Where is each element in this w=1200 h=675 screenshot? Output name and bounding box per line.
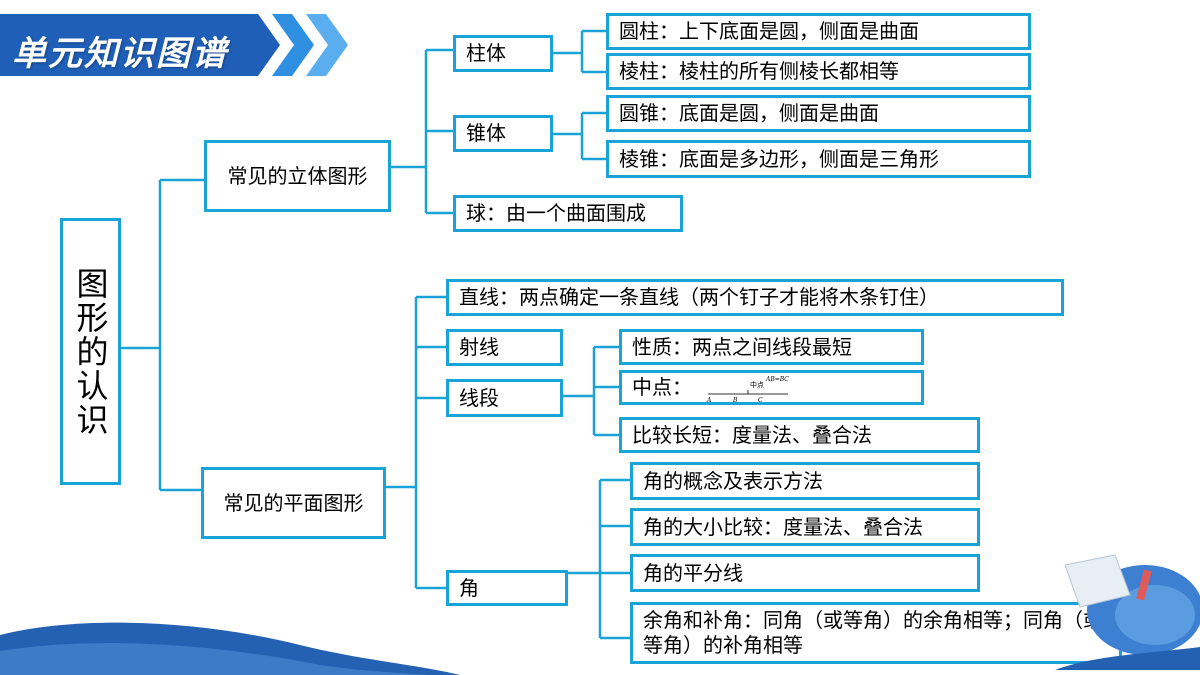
- angle-bisector-label: 角的平分线: [643, 560, 743, 585]
- cone-node: 圆锥：底面是圆，侧面是曲面: [606, 95, 1031, 132]
- pyramid-node: 棱锥：底面是多边形，侧面是三角形: [606, 140, 1031, 178]
- plane-figures-node: 常见的平面图形: [201, 467, 386, 539]
- prism-cylinder-label: 柱体: [466, 41, 506, 65]
- midpoint-node: 中点：: [619, 370, 924, 405]
- angle-label: 角: [459, 575, 479, 600]
- solid-figures-node: 常见的立体图形: [204, 140, 391, 212]
- prism-node: 棱柱：棱柱的所有侧棱长都相等: [606, 53, 1031, 90]
- midpoint-fig-formula: AB=BC: [765, 376, 789, 383]
- ray-node: 射线: [446, 329, 563, 366]
- solid-figures-label: 常见的立体图形: [227, 163, 368, 188]
- prism-cylinder-node: 柱体: [453, 35, 553, 72]
- angle-node: 角: [446, 570, 568, 606]
- angle-compare-node: 角的大小比较：度量法、叠合法: [630, 508, 980, 546]
- midpoint-figure: 中点 AB=BC A B C: [706, 376, 789, 403]
- segment-label: 线段: [459, 385, 499, 410]
- prism-label: 棱柱：棱柱的所有侧棱长都相等: [619, 59, 899, 83]
- compare-length-node: 比较长短：度量法、叠合法: [619, 417, 980, 453]
- title-banner: [0, 14, 348, 76]
- corner-wave-decoration: [0, 622, 460, 675]
- plane-figures-label: 常见的平面图形: [223, 490, 364, 515]
- cylinder-label: 圆柱：上下底面是圆，侧面是曲面: [619, 19, 919, 43]
- midpoint-label: 中点：: [632, 375, 692, 399]
- midpoint-fig-c: C: [758, 397, 763, 403]
- compare-length-label: 比较长短：度量法、叠合法: [632, 422, 872, 447]
- page-title: 单元知识图谱: [12, 34, 228, 74]
- angle-concept-node: 角的概念及表示方法: [630, 462, 980, 500]
- cone-label: 圆锥：底面是圆，侧面是曲面: [619, 101, 879, 125]
- root-label: 图形的认识: [71, 266, 110, 437]
- segment-property-node: 性质：两点之间线段最短: [619, 329, 924, 365]
- sphere-node: 球：由一个曲面围成: [453, 195, 683, 232]
- pyramid-label: 棱锥：底面是多边形，侧面是三角形: [619, 146, 939, 171]
- angle-concept-label: 角的概念及表示方法: [643, 468, 823, 493]
- complementary-supplementary-label: 余角和补角：同角（或等角）的余角相等；同角（或等角）的补角相等: [643, 608, 1103, 657]
- straight-line-node: 直线：两点确定一条直线（两个钉子才能将木条钉住）: [446, 279, 1064, 316]
- ray-label: 射线: [459, 335, 499, 359]
- segment-node: 线段: [446, 379, 563, 417]
- cylinder-node: 圆柱：上下底面是圆，侧面是曲面: [606, 13, 1031, 50]
- complementary-supplementary-node: 余角和补角：同角（或等角）的余角相等；同角（或等角）的补角相等: [630, 602, 1122, 664]
- segment-property-label: 性质：两点之间线段最短: [632, 334, 852, 359]
- angle-bisector-node: 角的平分线: [630, 554, 980, 592]
- angle-compare-label: 角的大小比较：度量法、叠合法: [643, 514, 923, 539]
- straight-line-label: 直线：两点确定一条直线（两个钉子才能将木条钉住）: [459, 285, 939, 309]
- cone-pyramid-node: 锥体: [453, 115, 553, 152]
- midpoint-fig-title: 中点: [750, 380, 764, 389]
- root-node: 图形的认识: [60, 218, 121, 485]
- midpoint-fig-b: B: [732, 397, 738, 403]
- book-decoration: [1055, 554, 1200, 670]
- cone-pyramid-label: 锥体: [466, 121, 506, 145]
- sphere-label: 球：由一个曲面围成: [466, 201, 646, 225]
- midpoint-fig-a: A: [706, 397, 712, 403]
